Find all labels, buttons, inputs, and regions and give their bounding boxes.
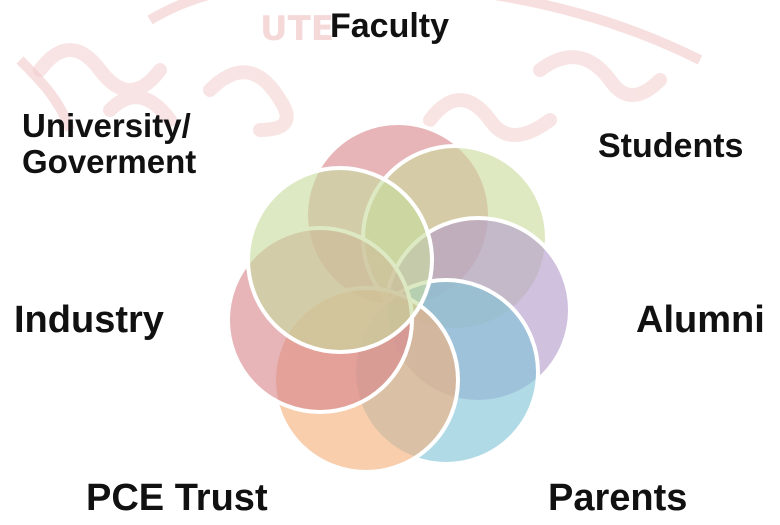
label-university-line1: University/	[22, 107, 191, 144]
circle-university	[246, 166, 434, 354]
label-parents: Parents	[548, 477, 688, 519]
label-industry: Industry	[14, 299, 164, 341]
label-university-government: University/ Goverment	[22, 107, 197, 181]
label-students: Students	[598, 127, 744, 165]
label-alumni: Alumni	[636, 299, 765, 341]
label-faculty: Faculty	[330, 7, 450, 45]
label-pce-trust: PCE Trust	[86, 477, 268, 519]
label-university-line2: Goverment	[22, 143, 197, 181]
